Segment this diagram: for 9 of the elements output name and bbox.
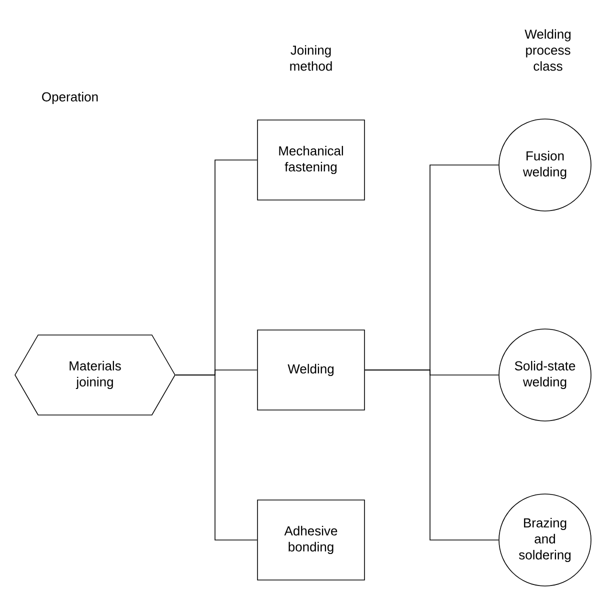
column-heading: Operation xyxy=(42,92,98,104)
process-box: Adhesive bonding xyxy=(257,500,365,580)
process-box: Mechanical fastening xyxy=(257,120,365,200)
connector-line xyxy=(364,370,499,540)
hexagon-node: Materials joining xyxy=(14,334,176,416)
process-box: Welding xyxy=(257,330,365,410)
column-heading: Joining method xyxy=(290,45,332,71)
column-heading: Welding process class xyxy=(524,29,571,71)
connector-line xyxy=(175,374,258,540)
